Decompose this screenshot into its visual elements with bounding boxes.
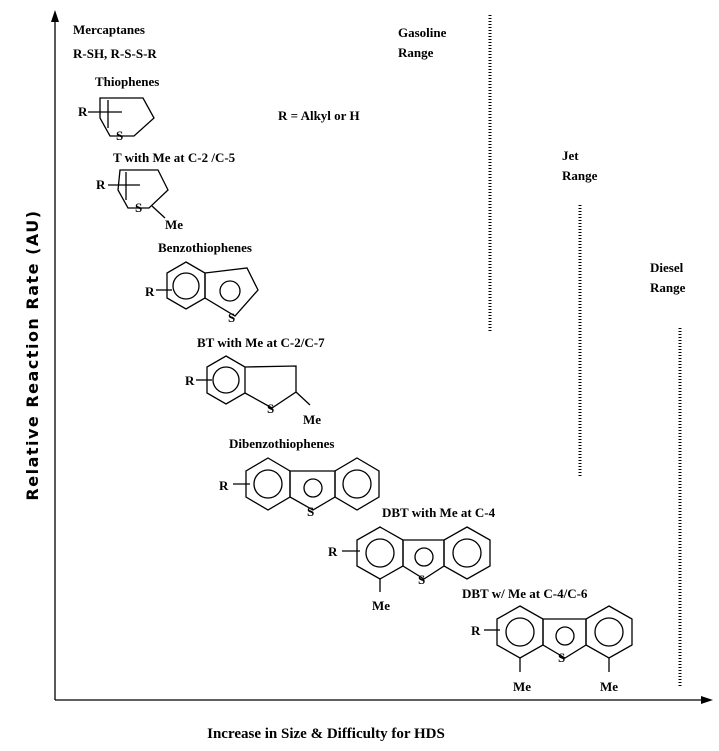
x-axis-label: Increase in Size & Difficulty for HDS — [207, 726, 445, 742]
svg-text:R: R — [96, 177, 106, 192]
mercaptanes-entry: Mercaptanes R-SH, R-S-S-R — [73, 22, 157, 61]
svg-text:Me: Me — [600, 679, 618, 694]
svg-text:R: R — [471, 623, 481, 638]
dbt-me46-title: DBT w/ Me at C-4/C-6 — [462, 586, 588, 601]
r-definition-note: R = Alkyl or H — [278, 108, 360, 123]
svg-text:S: S — [135, 200, 142, 215]
thiophene-structure: Thiophenes R S — [78, 74, 159, 143]
dbt-me4-title: DBT with Me at C-4 — [382, 505, 496, 520]
svg-text:R: R — [78, 104, 88, 119]
dimethyl-dibenzothiophene-structure: DBT w/ Me at C-4/C-6 R S Me Me — [462, 586, 633, 694]
jet-range-label-2: Range — [562, 168, 598, 183]
gasoline-range-label-2: Range — [398, 45, 434, 60]
benzothiophene-structure: Benzothiophenes R S — [145, 240, 259, 325]
mercaptanes-title: Mercaptanes — [73, 22, 145, 37]
methylbenzothiophene-structure: BT with Me at C-2/C-7 R S Me — [185, 335, 325, 427]
svg-text:S: S — [418, 572, 425, 587]
svg-text:Me: Me — [303, 412, 321, 427]
svg-text:R: R — [219, 478, 229, 493]
thiophenes-title: Thiophenes — [95, 74, 159, 89]
y-axis-label: Relative Reaction Rate (AU) — [23, 209, 42, 500]
dibenzothiophene-structure: Dibenzothiophenes R S — [219, 436, 380, 519]
svg-text:S: S — [558, 650, 565, 665]
svg-text:S: S — [228, 310, 235, 325]
diesel-range-label: Diesel — [650, 260, 684, 275]
jet-range-label: Jet — [562, 148, 579, 163]
methyl-dibenzothiophene-structure: DBT with Me at C-4 R S Me — [328, 505, 496, 613]
dibenzothiophenes-title: Dibenzothiophenes — [229, 436, 334, 451]
bt-me-title: BT with Me at C-2/C-7 — [197, 335, 325, 350]
t-me-title: T with Me at C-2 /C-5 — [113, 150, 236, 165]
svg-text:Me: Me — [372, 598, 390, 613]
svg-text:S: S — [267, 401, 274, 416]
gasoline-range-label: Gasoline — [398, 25, 447, 40]
svg-text:S: S — [307, 504, 314, 519]
svg-text:S: S — [116, 128, 123, 143]
svg-text:Me: Me — [165, 217, 183, 232]
mercaptanes-formula: R-SH, R-S-S-R — [73, 46, 157, 61]
benzothiophenes-title: Benzothiophenes — [158, 240, 252, 255]
svg-text:Me: Me — [513, 679, 531, 694]
svg-text:R: R — [185, 373, 195, 388]
svg-text:R: R — [145, 284, 155, 299]
svg-text:R: R — [328, 544, 338, 559]
methylthiophene-structure: T with Me at C-2 /C-5 R S Me — [96, 150, 236, 232]
diesel-range-label-2: Range — [650, 280, 686, 295]
